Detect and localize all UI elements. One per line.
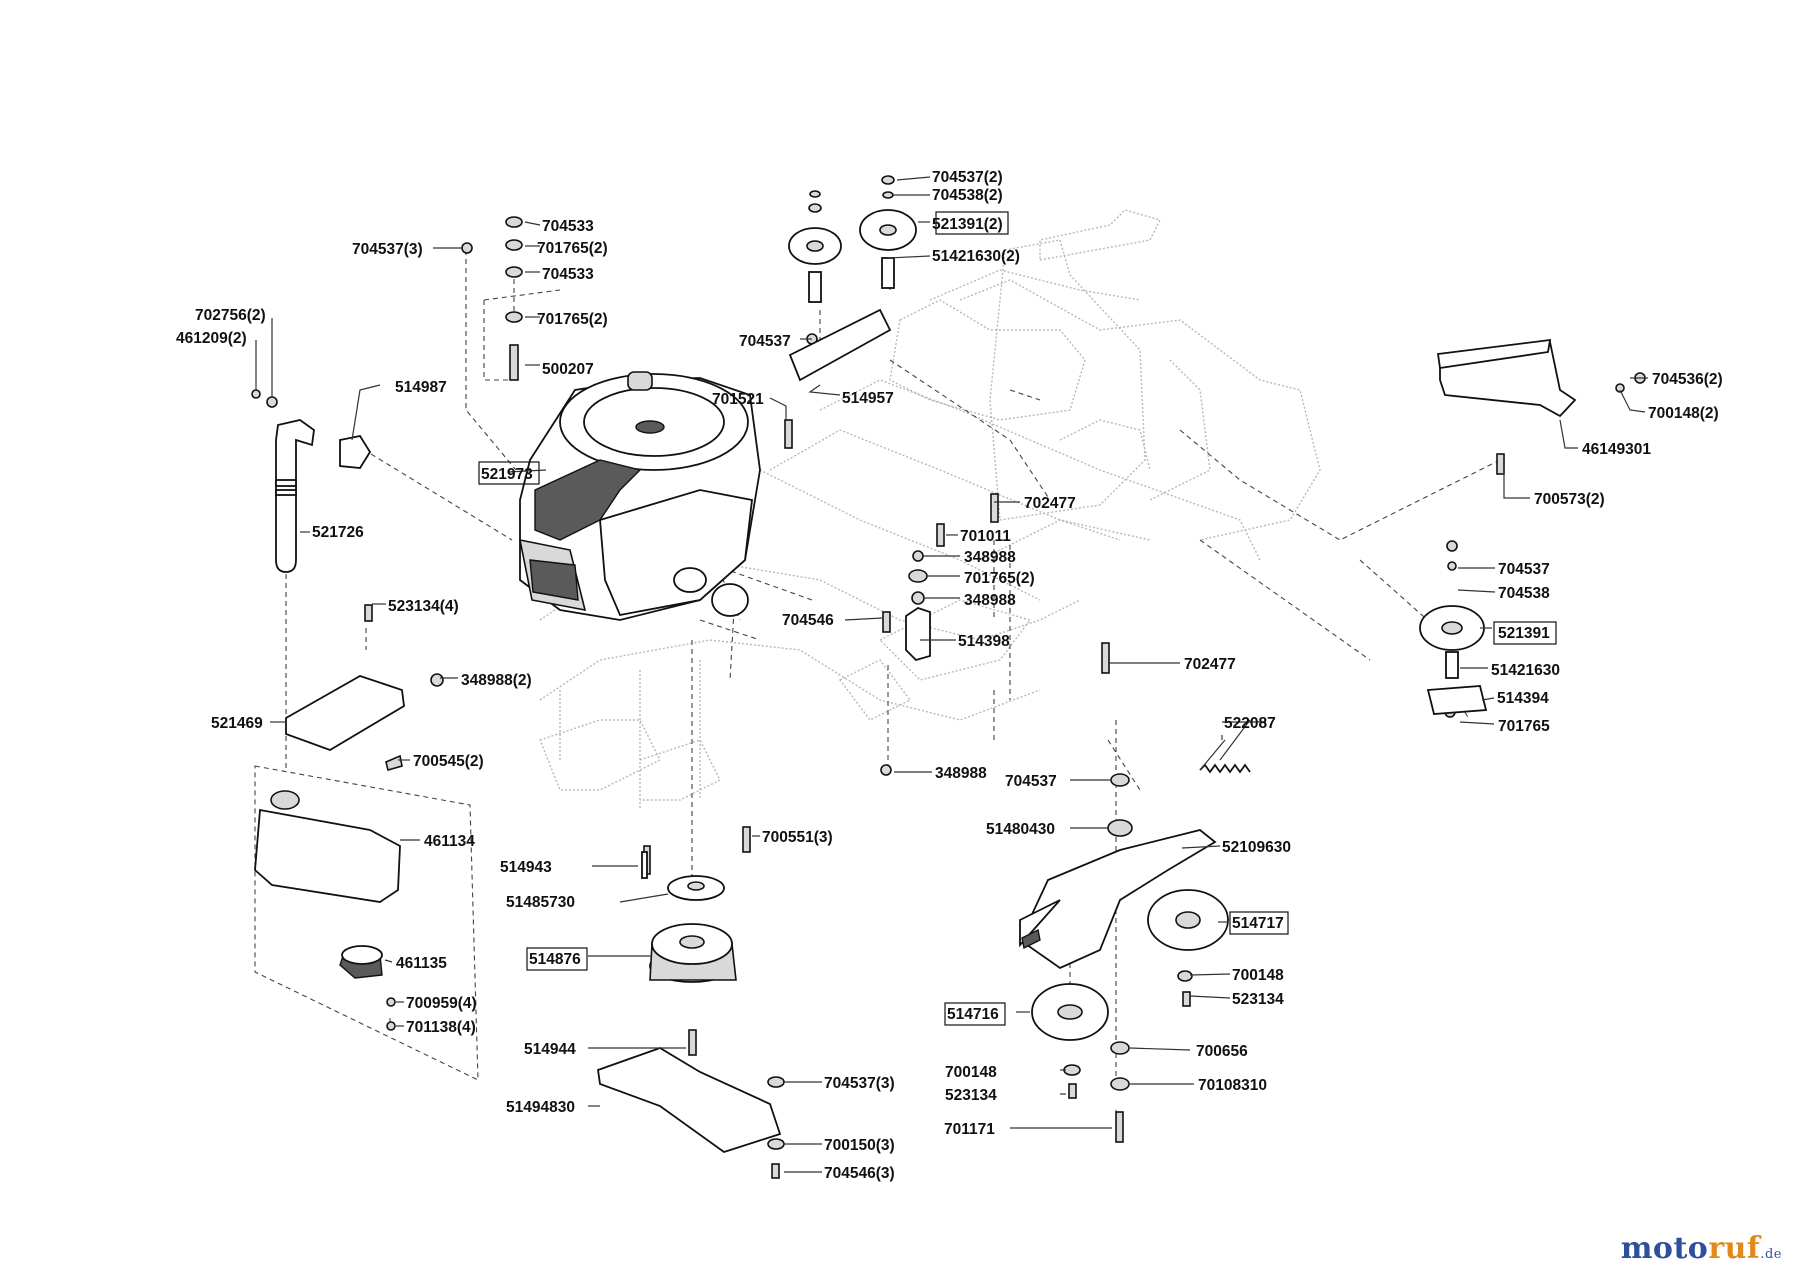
label-701171: 701171 — [944, 1121, 995, 1138]
label-704546-3: 704546(3) — [824, 1165, 895, 1182]
pulleys — [649, 209, 1485, 1041]
label-704537-2-top: 704537(2) — [932, 169, 1003, 186]
label-46149301: 46149301 — [1582, 441, 1651, 458]
label-521726: 521726 — [312, 524, 364, 541]
label-700148-b: 700148 — [945, 1064, 997, 1081]
label-523134-b: 523134 — [945, 1087, 997, 1104]
logo-text-moto: moto — [1620, 1231, 1709, 1266]
label-521973: 521973 — [481, 466, 533, 483]
label-500207: 500207 — [542, 361, 594, 378]
label-704533-a: 704533 — [542, 218, 594, 235]
label-523134-4: 523134(4) — [388, 598, 459, 615]
label-box-514716 — [944, 1002, 1006, 1026]
label-box-521391 — [1493, 621, 1557, 645]
label-461135: 461135 — [396, 955, 447, 972]
label-348988-c: 348988 — [935, 765, 987, 782]
label-52109630: 52109630 — [1222, 839, 1291, 856]
label-461134: 461134 — [424, 833, 475, 850]
label-348988-a: 348988 — [964, 549, 1016, 566]
label-box-521391-2 — [935, 211, 1009, 235]
label-521391-2: 521391(2) — [932, 216, 1003, 233]
part-labels: 704537(2) 704538(2) 521391(2) 51421630(2… — [176, 169, 1723, 1182]
label-514876: 514876 — [529, 951, 581, 968]
label-704537-3b: 704537(3) — [824, 1075, 895, 1092]
logo-text-ruf: ruf — [1708, 1231, 1761, 1266]
label-51494830: 51494830 — [506, 1099, 575, 1116]
label-522087: 522087 — [1224, 715, 1276, 732]
label-704537-c: 704537 — [1005, 773, 1057, 790]
label-701011: 701011 — [960, 528, 1011, 545]
label-514394: 514394 — [1497, 690, 1549, 707]
label-700551-3: 700551(3) — [762, 829, 833, 846]
exhaust-pipe — [275, 419, 372, 573]
label-700656: 700656 — [1196, 1043, 1248, 1060]
label-box-514717 — [1229, 911, 1289, 935]
label-704536-2: 704536(2) — [1652, 371, 1723, 388]
spring — [1199, 739, 1251, 774]
label-348988-b: 348988 — [964, 592, 1016, 609]
label-700959-4: 700959(4) — [406, 995, 477, 1012]
label-461209-2: 461209(2) — [176, 330, 247, 347]
label-521469: 521469 — [211, 715, 263, 732]
label-701521: 701521 — [712, 391, 764, 408]
label-514717: 514717 — [1232, 915, 1284, 932]
label-701765-2-b: 701765(2) — [537, 311, 608, 328]
label-704538-2: 704538(2) — [932, 187, 1003, 204]
label-704537-r: 704537 — [1498, 561, 1550, 578]
engine-assembly — [518, 371, 761, 621]
label-51421630-2: 51421630(2) — [932, 248, 1020, 265]
label-701765-r: 701765 — [1498, 718, 1550, 735]
label-348988-2: 348988(2) — [461, 672, 532, 689]
label-701765-2-a: 701765(2) — [537, 240, 608, 257]
label-514957: 514957 — [842, 390, 894, 407]
logo-text-de: .de — [1760, 1247, 1782, 1262]
label-51480430: 51480430 — [986, 821, 1055, 838]
label-521391-r: 521391 — [1498, 625, 1550, 642]
label-700545-2: 700545(2) — [413, 753, 484, 770]
label-51485730: 51485730 — [506, 894, 575, 911]
motoruf-logo: motoruf.de — [1621, 1231, 1782, 1266]
leader-lines — [255, 176, 1648, 1173]
label-701765-2-c: 701765(2) — [964, 570, 1035, 587]
label-514716: 514716 — [947, 1006, 999, 1023]
muffler — [254, 790, 401, 979]
label-514987: 514987 — [395, 379, 447, 396]
brackets-and-plates — [285, 308, 1577, 1153]
label-700150-3: 700150(3) — [824, 1137, 895, 1154]
label-514943: 514943 — [500, 859, 552, 876]
label-523134-a: 523134 — [1232, 991, 1284, 1008]
label-702756-2: 702756(2) — [195, 307, 266, 324]
misc-parts — [641, 607, 931, 879]
label-box-521973 — [478, 461, 540, 485]
label-704533-b: 704533 — [542, 266, 594, 283]
label-700148-2: 700148(2) — [1648, 405, 1719, 422]
label-702477-b: 702477 — [1184, 656, 1236, 673]
hardware-fasteners — [251, 175, 1646, 1179]
label-704538-r: 704538 — [1498, 585, 1550, 602]
label-514398: 514398 — [958, 633, 1010, 650]
label-700148-a: 700148 — [1232, 967, 1284, 984]
label-704537-3: 704537(3) — [352, 241, 423, 258]
label-box-514876 — [526, 947, 588, 971]
label-70108310: 70108310 — [1198, 1077, 1267, 1094]
label-701138-4: 701138(4) — [406, 1019, 476, 1036]
label-700573-2: 700573(2) — [1534, 491, 1605, 508]
label-51421630-r: 51421630 — [1491, 662, 1560, 679]
label-514944: 514944 — [524, 1041, 576, 1058]
label-702477-a: 702477 — [1024, 495, 1076, 512]
label-704546: 704546 — [782, 612, 834, 629]
label-704537-mid: 704537 — [739, 333, 791, 350]
